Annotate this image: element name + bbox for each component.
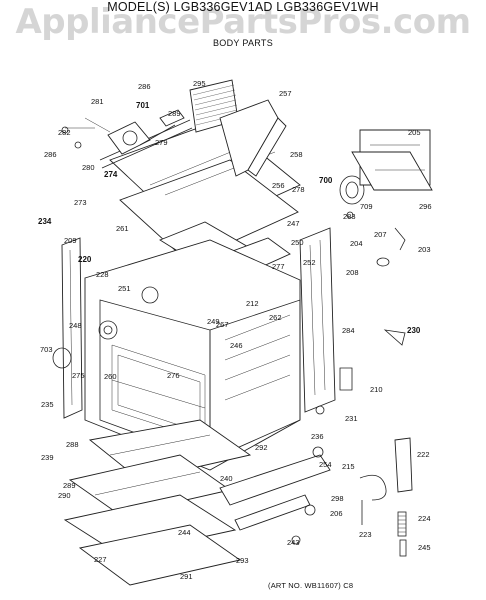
callout-label: 293 <box>236 556 249 565</box>
callout-label: 240 <box>220 474 233 483</box>
callout-label: 289 <box>168 109 181 118</box>
callout-label: 273 <box>74 198 87 207</box>
callout-label: 239 <box>41 453 54 462</box>
callout-label: 249 <box>207 317 220 326</box>
callout-label: 286 <box>44 150 57 159</box>
callout-label: 289 <box>63 481 76 490</box>
model-line: MODEL(S) LGB336GEV1AD LGB336GEV1WH <box>107 0 379 14</box>
callout-label: 709 <box>360 202 373 211</box>
callout-label: 260 <box>104 372 117 381</box>
door-handle-knob <box>52 347 72 369</box>
callout-label: 290 <box>58 491 71 500</box>
callout-label: 204 <box>350 239 363 248</box>
callout-label: 230 <box>407 326 421 335</box>
callout-label: 701 <box>136 101 150 110</box>
callout-label: 252 <box>303 258 316 267</box>
callout-label: 284 <box>342 326 355 335</box>
watermark-text: AppliancePartsPros.com <box>15 2 471 42</box>
callout-label: 248 <box>69 321 82 330</box>
callout-label: 288 <box>66 440 79 449</box>
callout-label: 283 <box>343 212 356 221</box>
callout-label: 261 <box>116 224 129 233</box>
callout-label: 224 <box>418 514 431 523</box>
callout-label: 235 <box>41 400 54 409</box>
broiler-drawer <box>63 419 252 586</box>
body-frame <box>84 239 301 471</box>
callout-label: 298 <box>331 494 344 503</box>
callout-label: 291 <box>180 572 193 581</box>
callout-label: 258 <box>290 150 303 159</box>
callout-label: 212 <box>246 299 259 308</box>
callout-label: 227 <box>94 555 107 564</box>
callout-label: 222 <box>417 450 430 459</box>
callout-label: 256 <box>272 181 285 190</box>
backguard <box>351 129 433 191</box>
callout-label: 208 <box>346 268 359 277</box>
callout-label: 700 <box>319 176 333 185</box>
callout-label: 220 <box>78 255 92 264</box>
callout-label: 234 <box>38 217 52 226</box>
callout-label: 282 <box>58 128 71 137</box>
callout-label: 246 <box>230 341 243 350</box>
callout-label: 245 <box>418 543 431 552</box>
callout-label: 277 <box>272 262 285 271</box>
left-side-panel <box>61 237 83 419</box>
callout-label: 257 <box>279 89 292 98</box>
kick-rail <box>219 454 331 531</box>
callout-label: 205 <box>408 128 421 137</box>
callout-label: 203 <box>418 245 431 254</box>
header: AppliancePartsPros.com MODEL(S) LGB336GE… <box>0 0 486 48</box>
callout-label: 267 <box>216 320 229 329</box>
callout-label: 251 <box>118 284 131 293</box>
vent-duct <box>219 99 287 177</box>
callout-label: 262 <box>269 313 282 322</box>
callout-label: 215 <box>342 462 355 471</box>
callout-label: 207 <box>374 230 387 239</box>
callout-label: 244 <box>178 528 191 537</box>
callout-label: 296 <box>419 202 432 211</box>
callout-label: 281 <box>91 97 104 106</box>
small-fittings <box>291 211 406 545</box>
callout-label: 275 <box>72 371 85 380</box>
callout-label: 236 <box>311 432 324 441</box>
callout-label: 292 <box>255 443 268 452</box>
callout-label: 223 <box>359 530 372 539</box>
burner-group <box>61 109 185 155</box>
callout-label: 274 <box>104 170 118 179</box>
callout-label: 206 <box>330 509 343 518</box>
callout-label: 228 <box>96 270 109 279</box>
callout-label: 278 <box>292 185 305 194</box>
callout-label: 250 <box>291 238 304 247</box>
section-title: BODY PARTS <box>212 38 274 48</box>
callout-label: 279 <box>155 138 168 147</box>
callout-label: 247 <box>287 219 300 228</box>
callout-label: 210 <box>370 385 383 394</box>
callout-label: 295 <box>193 79 206 88</box>
knob <box>339 175 365 205</box>
callout-label: 254 <box>319 460 332 469</box>
callout-label: 280 <box>82 163 95 172</box>
callout-label: 243 <box>287 538 300 547</box>
right-side-panel <box>299 227 336 413</box>
callout-label: 276 <box>167 371 180 380</box>
hinge-parts <box>359 437 413 557</box>
callout-label: 703 <box>40 345 53 354</box>
art-number: (ART NO. WB11607) C8 <box>268 581 354 590</box>
callout-label: 231 <box>345 414 358 423</box>
callout-label: 209 <box>64 236 77 245</box>
callout-label: 286 <box>138 82 151 91</box>
